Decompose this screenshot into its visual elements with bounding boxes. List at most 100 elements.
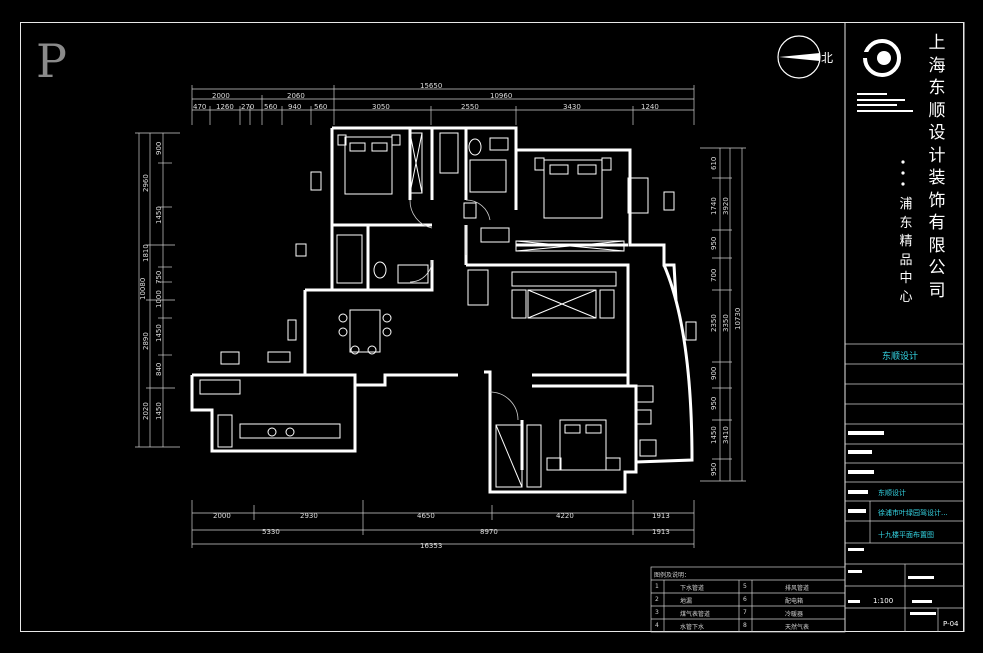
legend-num: 5 <box>743 583 747 590</box>
right-dimension-text: 10730 610 1740 3920 950 700 2350 3350 90… <box>710 157 742 476</box>
legend-text: 水管下水 <box>680 624 705 631</box>
top-dimension-text: 15650 2000 2060 10960 470 1260 270 560 9… <box>193 82 659 111</box>
svg-text:470: 470 <box>193 103 206 111</box>
svg-text:1260: 1260 <box>216 103 234 111</box>
legend-text: 配电箱 <box>785 598 804 605</box>
svg-text:1450: 1450 <box>710 426 718 444</box>
legend-num: 4 <box>655 622 659 629</box>
north-label: 北 <box>821 51 833 65</box>
tb-bar <box>848 570 862 573</box>
tb-bar <box>848 490 868 494</box>
svg-text:8970: 8970 <box>480 528 498 536</box>
tb-bar <box>912 600 932 603</box>
svg-text:2350: 2350 <box>710 314 718 332</box>
svg-text:10730: 10730 <box>734 308 742 330</box>
door-swings <box>409 199 519 421</box>
legend-num: 2 <box>655 596 659 603</box>
right-dimension-lines <box>700 147 746 482</box>
furniture <box>199 132 697 488</box>
svg-text:560: 560 <box>264 103 277 111</box>
svg-text:2550: 2550 <box>461 103 479 111</box>
svg-text:1913: 1913 <box>652 512 670 520</box>
svg-text:1450: 1450 <box>155 324 163 342</box>
svg-text:950: 950 <box>710 397 718 410</box>
svg-text:3050: 3050 <box>372 103 390 111</box>
legend-text: 下水管道 <box>680 585 705 592</box>
legend-num: 3 <box>655 609 659 616</box>
svg-text:900: 900 <box>155 142 163 155</box>
svg-text:560: 560 <box>314 103 327 111</box>
tb-bar <box>848 548 864 551</box>
legend-title: 图例及说明： <box>654 572 691 579</box>
svg-text:1740: 1740 <box>710 197 718 215</box>
tb-bar <box>908 576 934 579</box>
legend-num: 1 <box>655 583 659 590</box>
svg-text:610: 610 <box>710 157 718 170</box>
company-name: 上海 东顺 设计 装饰 有限 公司 <box>928 33 946 301</box>
svg-text:2000: 2000 <box>212 92 230 100</box>
bottom-dimension-text: 2000 2930 4650 4220 1913 5330 8970 1913 … <box>213 512 670 550</box>
svg-text:4650: 4650 <box>417 512 435 520</box>
svg-text:840: 840 <box>155 363 163 376</box>
left-dimension-text: 10080 900 2960 1450 1810 750 1000 1450 2… <box>139 142 163 420</box>
tb-bar <box>848 600 860 603</box>
svg-text:270: 270 <box>241 103 254 111</box>
svg-text:2930: 2930 <box>300 512 318 520</box>
company-logo-icon <box>862 39 901 77</box>
svg-text:2020: 2020 <box>142 402 150 420</box>
svg-text:750: 750 <box>155 271 163 284</box>
svg-text:3920: 3920 <box>722 197 730 215</box>
legend-num: 6 <box>743 596 747 603</box>
legend-text: 排风管道 <box>785 585 810 592</box>
tb-bar <box>910 612 936 615</box>
project-label: 徐浦市叶绿园驾设计... <box>878 509 948 517</box>
svg-text:16353: 16353 <box>420 542 442 550</box>
legend-table <box>650 566 846 633</box>
svg-text:900: 900 <box>710 367 718 380</box>
svg-text:2000: 2000 <box>213 512 231 520</box>
svg-text:10960: 10960 <box>490 92 512 100</box>
tb-bar <box>848 509 866 513</box>
svg-text:1450: 1450 <box>155 206 163 224</box>
svg-text:940: 940 <box>288 103 301 111</box>
legend-text: 冷暖器 <box>785 611 804 618</box>
legend-num: 8 <box>743 622 747 629</box>
svg-text:1000: 1000 <box>155 290 163 308</box>
svg-text:4220: 4220 <box>556 512 574 520</box>
sheet-letter: P <box>36 34 67 88</box>
walls <box>190 126 694 494</box>
legend-text: 天然气表 <box>785 624 810 631</box>
top-dimension-lines <box>191 85 695 125</box>
svg-text:3350: 3350 <box>722 314 730 332</box>
north-arrow-icon <box>777 35 821 79</box>
tb-bar <box>848 450 872 454</box>
bottom-dimension-lines <box>191 500 695 548</box>
svg-text:1240: 1240 <box>641 103 659 111</box>
designer-label: 东顺设计 <box>878 489 906 497</box>
svg-text:2060: 2060 <box>287 92 305 100</box>
bullet-dots <box>901 160 905 186</box>
left-dimension-lines <box>135 132 180 448</box>
svg-text:950: 950 <box>710 463 718 476</box>
svg-text:950: 950 <box>710 237 718 250</box>
company-contact-lines <box>857 93 913 112</box>
drawing-number: P-04 <box>943 620 959 628</box>
legend-text: 地漏 <box>680 598 693 605</box>
legend-num: 7 <box>743 609 747 616</box>
svg-text:700: 700 <box>710 269 718 282</box>
svg-text:1913: 1913 <box>652 528 670 536</box>
svg-text:1810: 1810 <box>142 244 150 262</box>
svg-text:3430: 3430 <box>563 103 581 111</box>
drawing-name: 十九楼平面布置图 <box>878 531 934 539</box>
brand-row: 东顺设计 <box>882 352 919 362</box>
legend-text: 煤气表管道 <box>680 611 711 618</box>
tb-bar <box>848 470 874 474</box>
svg-text:15650: 15650 <box>420 82 442 90</box>
scale-value: 1:100 <box>873 597 894 605</box>
svg-text:1450: 1450 <box>155 402 163 420</box>
tb-bar <box>848 431 884 435</box>
branch-name: 浦东 精品 中心 <box>899 197 913 305</box>
svg-text:2960: 2960 <box>142 174 150 192</box>
svg-text:10080: 10080 <box>139 278 147 300</box>
